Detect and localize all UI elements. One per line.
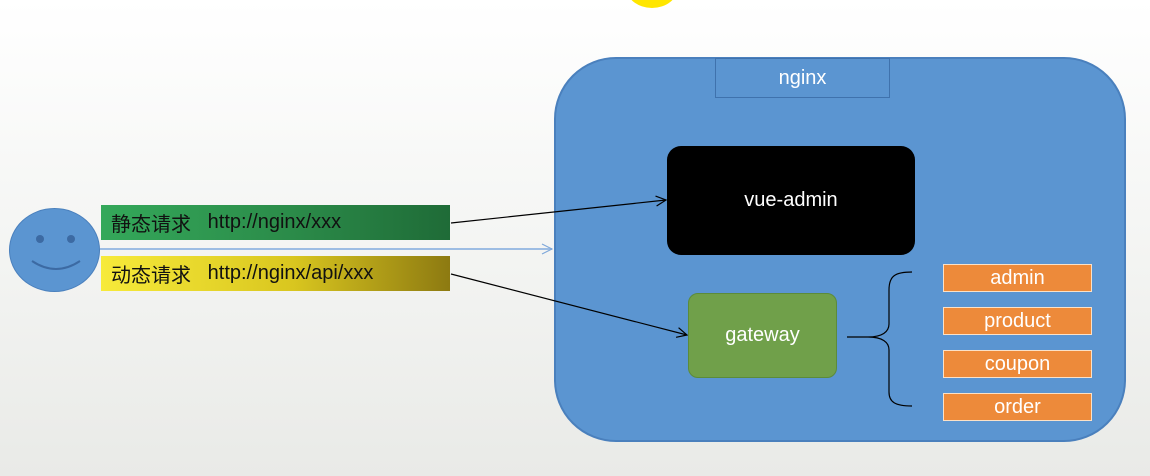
services-brace bbox=[867, 271, 913, 407]
left-eye-icon bbox=[36, 235, 44, 243]
dynamic-request-type: 动态请求 bbox=[111, 265, 191, 287]
service-label: admin bbox=[990, 266, 1045, 289]
gateway-node: gateway bbox=[688, 293, 837, 378]
service-label: coupon bbox=[984, 352, 1051, 375]
static-to-vue-admin-arrow bbox=[450, 200, 666, 224]
sun-decoration bbox=[626, 0, 678, 8]
static-request-url: http://nginx/xxx bbox=[207, 211, 342, 233]
static-request-type: 静态请求 bbox=[111, 214, 191, 236]
dynamic-to-gateway-arrow bbox=[450, 273, 687, 335]
dynamic-request-label: 动态请求 http://nginx/api/xxx bbox=[101, 256, 450, 291]
service-order: order bbox=[943, 393, 1092, 421]
service-label: order bbox=[994, 395, 1041, 418]
smile-mouth-icon bbox=[31, 260, 81, 270]
user-smiley-icon bbox=[9, 208, 100, 292]
gateway-label: gateway bbox=[725, 324, 800, 346]
service-admin: admin bbox=[943, 264, 1092, 292]
vue-admin-node: vue-admin bbox=[667, 146, 915, 255]
dynamic-request-url: http://nginx/api/xxx bbox=[207, 262, 374, 284]
service-coupon: coupon bbox=[943, 350, 1092, 378]
service-product: product bbox=[943, 307, 1092, 335]
vue-admin-label: vue-admin bbox=[744, 189, 838, 211]
static-request-label: 静态请求 http://nginx/xxx bbox=[101, 205, 450, 240]
service-label: product bbox=[984, 309, 1051, 332]
nginx-label-box: nginx bbox=[715, 58, 890, 98]
nginx-label: nginx bbox=[778, 66, 827, 89]
right-eye-icon bbox=[67, 235, 75, 243]
